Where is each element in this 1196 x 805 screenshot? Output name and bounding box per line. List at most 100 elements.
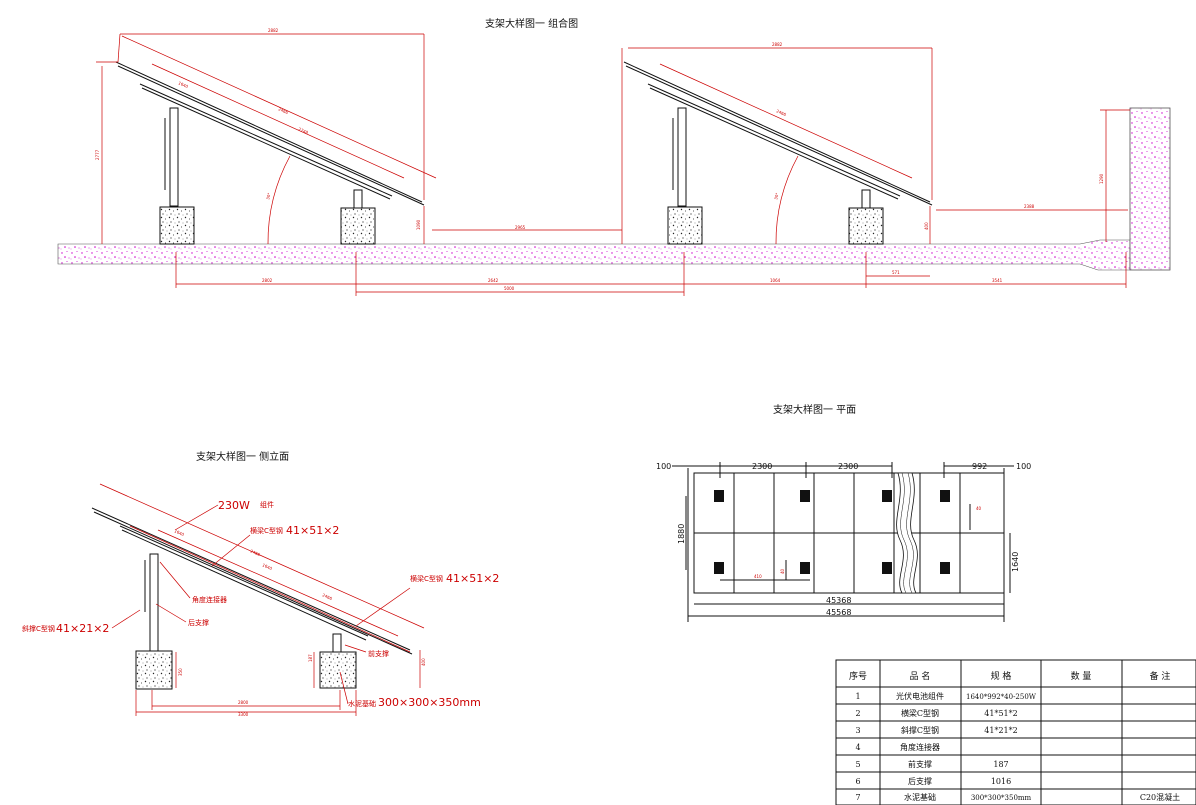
table-header-no: 序号 — [849, 670, 867, 682]
foundation-block — [340, 207, 376, 245]
table-row: 2 横梁C型钢 41*51*2 — [855, 708, 1017, 718]
clamp — [714, 490, 724, 502]
plan-view: 100 2300 2300 992 100 1880 1640 45368 45… — [656, 462, 1031, 622]
clamp — [882, 490, 892, 502]
dim-plan-right-margin: 100 — [1016, 462, 1031, 471]
cell-name: 光伏电池组件 — [896, 691, 944, 701]
dim-beam-len-c: 2466 — [776, 108, 788, 117]
label-module: 230W — [218, 499, 250, 512]
table-header-name: 品 名 — [910, 670, 931, 682]
dim-side-d6: 187 — [308, 654, 313, 662]
dim-side-d5: 350 — [178, 668, 183, 676]
dim-gap-mid: 2965 — [515, 225, 526, 230]
ground-strip — [57, 239, 1131, 271]
dim-small-d: 571 — [892, 270, 900, 275]
clamp — [800, 562, 810, 574]
dim-plan-height-left: 1880 — [677, 524, 686, 544]
title-side: 支架大样图一 侧立面 — [196, 450, 289, 463]
label-foundation-size: 300×300×350mm — [378, 696, 481, 709]
table-row: 6 后支撑 1016 — [855, 776, 1011, 786]
cell-name: 横梁C型钢 — [901, 708, 939, 718]
dim-ground-c: 1064 — [770, 278, 781, 283]
cell-spec: 41*21*2 — [984, 726, 1017, 735]
dim-ground-a: 2802 — [262, 278, 273, 283]
label-rear-support: 后支撑 — [188, 618, 209, 627]
cell-name: 斜撑C型钢 — [901, 725, 939, 735]
label-brace: 斜撑C型钢 — [22, 624, 55, 633]
dim-side-d4: 2466 — [322, 592, 334, 601]
cell-name: 角度连接器 — [900, 742, 940, 752]
dim-side-d3: 1640 — [262, 562, 274, 571]
cell-spec: 1640*992*40-250W — [966, 693, 1037, 701]
foundation-block — [667, 206, 703, 245]
materials-table: 序号 品 名 规 格 数 量 备 注 1 光伏电池组件 1640*992*40-… — [835, 659, 1196, 805]
dim-angle-b: 30° — [773, 192, 780, 200]
dim-plan-left-margin: 100 — [656, 462, 671, 471]
dim-beam-len-a: 2466 — [278, 106, 290, 115]
dim-side-bottom-b: 3300 — [238, 712, 249, 717]
cell-no: 4 — [855, 743, 860, 752]
cell-spec: 187 — [993, 760, 1008, 769]
table-row: 5 前支撑 187 — [855, 759, 1008, 769]
dim-plan-small-b: 40 — [780, 568, 785, 574]
cell-no: 7 — [855, 793, 860, 802]
clamp — [940, 562, 950, 574]
dim-ground-b: 2642 — [488, 278, 499, 283]
wall — [1129, 107, 1171, 271]
clamp — [714, 562, 724, 574]
label-beam-right: 横梁C型钢 — [410, 574, 443, 583]
table-row: 1 光伏电池组件 1640*992*40-250W — [855, 691, 1036, 701]
dim-plan-total-outer: 45568 — [826, 608, 851, 617]
cell-no: 2 — [855, 709, 860, 718]
dim-plan-span-b: 2300 — [838, 462, 858, 471]
dim-side-d1: 1640 — [174, 528, 186, 537]
title-combined: 支架大样图一 组合图 — [485, 17, 578, 30]
cell-name: 前支撑 — [908, 759, 932, 769]
label-front-support: 前支撑 — [368, 649, 389, 658]
dim-plan-small-c: 410 — [754, 574, 762, 579]
foundation-block — [848, 207, 884, 245]
dim-plan-small-a: 40 — [976, 506, 982, 511]
foundation-block — [159, 206, 195, 245]
dim-panel-len-2: 2882 — [772, 42, 783, 47]
dim-side-d2: 2466 — [250, 548, 262, 557]
cell-no: 1 — [855, 692, 860, 701]
dim-height-left: 2777 — [95, 149, 100, 160]
table-header-spec: 规 格 — [991, 670, 1012, 682]
break-line — [896, 472, 918, 594]
table-row: 7 水泥基础 300*300*350mm C20混凝土 — [855, 792, 1180, 802]
dim-plan-total-inner: 45368 — [826, 596, 851, 605]
clamp — [882, 562, 892, 574]
cell-note: C20混凝土 — [1140, 792, 1180, 802]
cell-no: 3 — [855, 726, 860, 735]
clamp — [800, 490, 810, 502]
label-angle-conn: 角度连接器 — [192, 595, 227, 604]
dim-module-len: 1640 — [178, 80, 190, 89]
dim-angle-a: 30° — [265, 192, 272, 200]
dim-wall-gap: 2388 — [1024, 204, 1035, 209]
dim-wall-h: 1290 — [1099, 173, 1104, 184]
dim-plan-span-a: 2300 — [752, 462, 772, 471]
dim-ground-d: 3541 — [992, 278, 1003, 283]
cell-no: 5 — [855, 760, 860, 769]
dim-panel-len-1: 2882 — [268, 28, 279, 33]
dim-side-d7: 400 — [421, 658, 426, 666]
clamp — [940, 490, 950, 502]
table-header-note: 备 注 — [1150, 670, 1171, 682]
dim-beam-len-b: 2748 — [298, 126, 310, 135]
table-header-qty: 数 量 — [1071, 670, 1092, 682]
combined-view: 2882 2777 1640 2466 2748 30° 2965 2802 2… — [57, 28, 1171, 296]
cell-name: 水泥基础 — [904, 792, 936, 802]
label-brace-size: 41×21×2 — [56, 622, 109, 635]
cell-spec: 1016 — [991, 777, 1011, 786]
label-module-suffix: 组件 — [260, 500, 274, 509]
dim-plan-module-w: 992 — [972, 462, 987, 471]
label-beam-top: 横梁C型钢 — [250, 526, 283, 535]
rack-right — [623, 61, 933, 245]
label-beam-top-size: 41×51×2 — [286, 524, 339, 537]
cell-name: 后支撑 — [908, 776, 932, 786]
dim-small-r: 400 — [924, 222, 929, 230]
combined-dimensions — [96, 33, 1130, 296]
table-row: 4 角度连接器 — [855, 742, 940, 752]
